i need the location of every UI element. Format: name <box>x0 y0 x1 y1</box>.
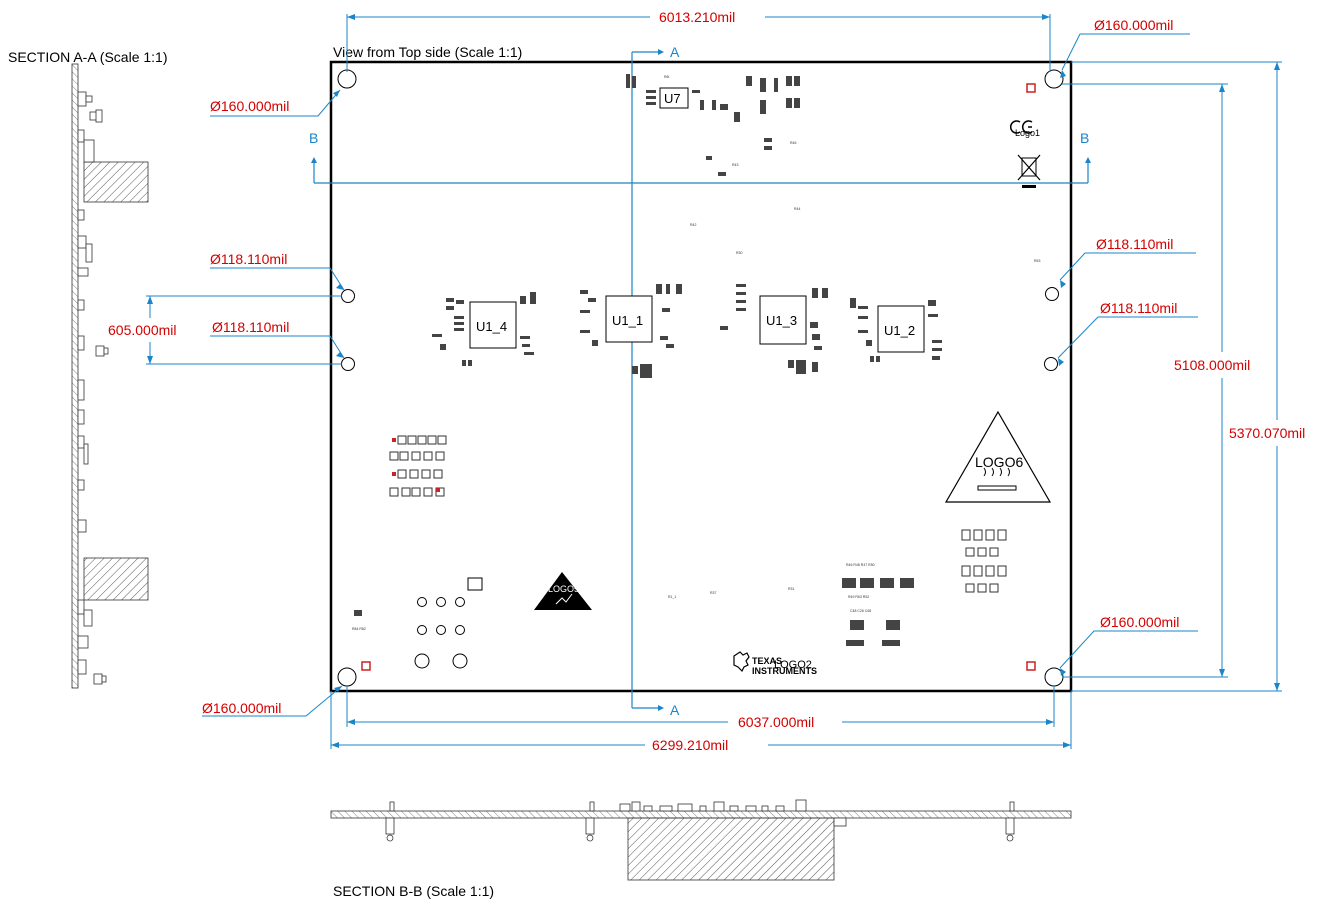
section-marker-a-bottom: A <box>670 702 680 718</box>
section-aa-title: SECTION A-A (Scale 1:1) <box>8 49 168 65</box>
logo5-label: LOGO5 <box>548 584 579 594</box>
hole-bottom-right <box>1044 667 1064 687</box>
logo6-label: LOGO6 <box>975 454 1023 470</box>
u1-4-label: U1_4 <box>476 319 507 334</box>
dim-bottom-inner-width: 6037.000mil <box>738 714 814 730</box>
u1-3-label: U1_3 <box>766 313 797 328</box>
hole-mid-left-upper <box>341 289 355 303</box>
u7-label: U7 <box>664 91 681 106</box>
board-edge-bb <box>330 810 1072 819</box>
svg-text:C48 C26 C65: C48 C26 C65 <box>850 609 871 613</box>
logo2-label: LOGO2 <box>774 659 812 671</box>
section-aa-view: SECTION A-A (Scale 1:1) <box>8 49 168 689</box>
svg-text:R6i: R6i <box>664 75 669 79</box>
heatsink-lower-block <box>83 557 149 601</box>
hole-bottom-left <box>337 667 357 687</box>
dimension-lines <box>146 14 1282 749</box>
dim-hole-spacing: 605.000mil <box>108 322 177 338</box>
dimension-arrows <box>147 14 1280 748</box>
section-bb-title: SECTION B-B (Scale 1:1) <box>333 883 494 899</box>
left-capacitor-cluster <box>389 435 447 497</box>
svg-text:R44: R44 <box>794 207 800 211</box>
u7-component-area: U7 R6i R46 R43 R44 R42 R30 R53 <box>626 74 1040 263</box>
dimension-labels: 6013.210mil 6037.000mil 6299.210mil 605.… <box>108 9 1305 753</box>
dim-outer-height: 5370.070mil <box>1229 425 1305 441</box>
svg-text:R31: R31 <box>788 587 794 591</box>
svg-text:R84 R82: R84 R82 <box>352 627 366 631</box>
svg-text:R30: R30 <box>736 251 742 255</box>
hole-mid-right-lower <box>1044 357 1058 371</box>
heatsink-upper-block <box>83 161 149 203</box>
ti-logo-line1: TEXAS <box>752 656 782 666</box>
section-marker-a-top: A <box>670 44 680 60</box>
bottom-resistor-row <box>842 578 914 646</box>
dim-hole-mid-left-lower: Ø118.110mil <box>212 319 289 335</box>
dim-hole-mid-left-upper: Ø118.110mil <box>210 251 287 267</box>
u1-2-chip: U1_2 <box>877 305 925 353</box>
svg-text:R1_1: R1_1 <box>668 595 676 599</box>
svg-text:R42: R42 <box>690 223 696 227</box>
u1-1-chip: U1_1 <box>605 295 653 343</box>
svg-text:R37: R37 <box>710 591 716 595</box>
svg-text:R49 R63 R52: R49 R63 R52 <box>848 595 869 599</box>
dim-hole-bottom-right: Ø160.000mil <box>1100 614 1179 630</box>
hole-top-right <box>1044 69 1064 89</box>
texas-instruments-logo: TEXAS INSTRUMENTS LOGO2 <box>733 651 817 676</box>
svg-text:R53: R53 <box>1034 259 1040 263</box>
section-cut-lines <box>313 51 1089 709</box>
right-capacitor-cluster <box>961 529 1007 593</box>
logo6-hot-surface-warning: LOGO6 <box>944 410 1052 503</box>
bottom-left-parts <box>354 83 1036 671</box>
dim-inner-height: 5108.000mil <box>1174 357 1250 373</box>
svg-text:R46: R46 <box>790 141 796 145</box>
u1-3-chip: U1_3 <box>759 295 807 345</box>
u1-4-chip: U1_4 <box>469 301 517 349</box>
u1-2-label: U1_2 <box>884 323 915 338</box>
hole-mid-left-lower <box>341 357 355 371</box>
dim-hole-bottom-left: Ø160.000mil <box>202 700 281 716</box>
hole-top-left <box>337 69 357 89</box>
svg-text:R46 R48 R47 R50: R46 R48 R47 R50 <box>846 563 875 567</box>
u1-1-label: U1_1 <box>612 313 643 328</box>
mounting-holes <box>337 69 1064 687</box>
top-view: View from Top side (Scale 1:1) A A B B <box>309 44 1091 718</box>
section-marker-b-right: B <box>1080 130 1089 146</box>
logo1-ce-mark: Logo1 <box>1010 120 1041 188</box>
dim-top-width: 6013.210mil <box>659 9 735 25</box>
ti-logo-line2: INSTRUMENTS <box>752 666 817 676</box>
dim-hole-mid-right-lower: Ø118.110mil <box>1100 300 1177 316</box>
dim-bottom-outer-width: 6299.210mil <box>652 737 728 753</box>
board-outline <box>329 60 1073 693</box>
heatsink-bb <box>627 817 835 881</box>
passive-components <box>432 284 942 378</box>
section-marker-b-left: B <box>309 130 318 146</box>
dim-hole-top-left: Ø160.000mil <box>210 98 289 114</box>
dim-hole-top-right: Ø160.000mil <box>1094 17 1173 33</box>
logo5-esd-warning: LOGO5 <box>534 572 592 610</box>
top-view-title: View from Top side (Scale 1:1) <box>333 44 522 60</box>
dim-hole-mid-right-upper: Ø118.110mil <box>1096 236 1173 252</box>
section-bb-view: SECTION B-B (Scale 1:1) <box>330 799 1072 899</box>
svg-text:R43: R43 <box>732 163 738 167</box>
hole-mid-right-upper <box>1045 287 1059 301</box>
